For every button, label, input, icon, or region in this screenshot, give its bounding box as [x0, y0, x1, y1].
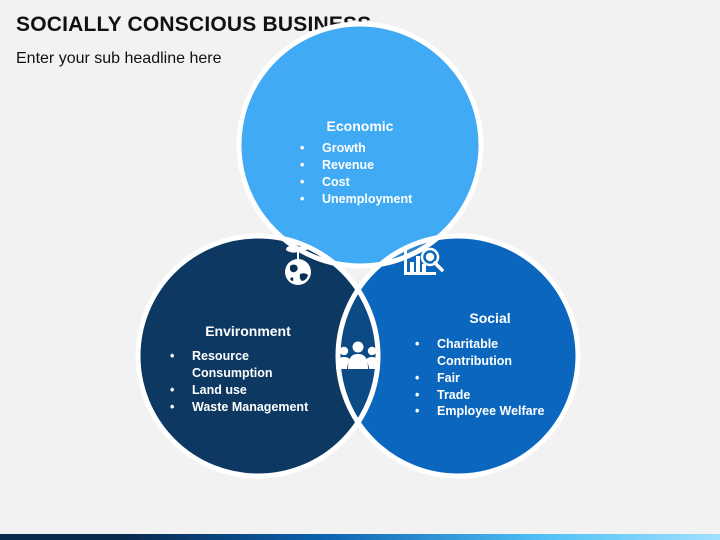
social-heading: Social — [469, 310, 510, 326]
bottom-accent-bar — [0, 534, 720, 540]
social-item: Charitable — [437, 337, 498, 351]
social-list: • Charitable Contribution • Fair • Trade… — [415, 337, 545, 418]
environment-item: Waste Management — [192, 400, 309, 414]
social-bullet: • — [415, 337, 419, 351]
team-icon — [336, 341, 380, 369]
economic-item: Cost — [322, 175, 351, 189]
social-item: Employee Welfare — [437, 404, 545, 418]
environment-item: Resource — [192, 349, 249, 363]
economic-bullet: • — [300, 141, 304, 155]
circle-separators — [135, 21, 581, 479]
page-subtitle: Enter your sub headline here — [16, 50, 222, 67]
social-item: Trade — [437, 388, 470, 402]
page-title: SOCIALLY CONSCIOUS BUSINESS — [16, 13, 372, 36]
financial-analysis-icon — [404, 246, 444, 275]
circle-environment — [138, 236, 378, 476]
economic-bullet: • — [300, 158, 304, 172]
social-bullet: • — [415, 371, 419, 385]
economic-bullet: • — [300, 192, 304, 206]
economic-list: • Growth • Revenue • Cost • Unemployment — [300, 141, 413, 206]
environment-item: Consumption — [192, 366, 273, 380]
economic-item: Revenue — [322, 158, 374, 172]
environment-bullet: • — [170, 383, 174, 397]
environment-bullet: • — [170, 400, 174, 414]
economic-bullet: • — [300, 175, 304, 189]
circle-social — [338, 236, 578, 476]
economic-item: Growth — [322, 141, 366, 155]
economic-heading: Economic — [327, 118, 394, 134]
environment-bullet: • — [170, 349, 174, 363]
social-bullet: • — [415, 388, 419, 402]
social-bullet: • — [415, 404, 419, 418]
social-item: Contribution — [437, 354, 512, 368]
environment-heading: Environment — [205, 323, 291, 339]
environment-item: Land use — [192, 383, 247, 397]
globe-plant-icon — [285, 244, 311, 285]
social-item: Fair — [437, 371, 460, 385]
economic-item: Unemployment — [322, 192, 413, 206]
environment-list: • Resource Consumption • Land use • Wast… — [170, 349, 309, 414]
circle-economic — [239, 24, 481, 266]
